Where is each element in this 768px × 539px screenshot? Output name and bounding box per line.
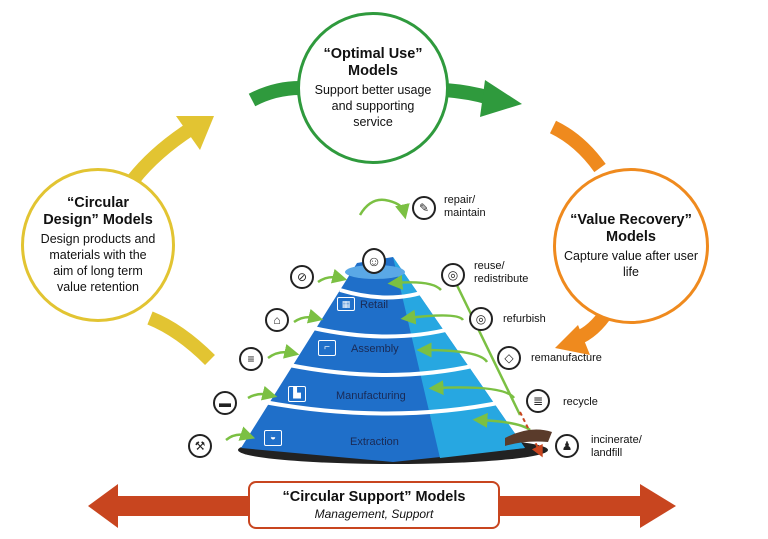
layer-extraction: Extraction — [350, 436, 399, 448]
circular-support-box: “Circular Support” Models Management, Su… — [248, 481, 500, 529]
bicycle-frame-icon: ⌂ — [265, 308, 289, 332]
optimal-use-description: Support better usage and supporting serv… — [314, 83, 432, 129]
repair-label: repair/ maintain — [444, 194, 486, 219]
optimal-use-title: “Optimal Use” Models — [323, 46, 423, 79]
circular-support-subtitle: Management, Support — [314, 507, 434, 521]
factory-icon: ▙ — [288, 386, 306, 402]
mine-cart-icon: ◒ — [264, 430, 282, 446]
landfill-mound — [505, 429, 552, 446]
recycle-label: recycle — [563, 396, 598, 408]
bicycle-slash-icon: ⊘ — [290, 265, 314, 289]
wrench-icon: ✎ — [412, 196, 436, 220]
orange-arrow — [549, 120, 610, 355]
value-recovery-description: Capture value after user life — [563, 249, 699, 279]
person-icon: ☺ — [362, 248, 386, 274]
loop-arrows — [225, 198, 531, 442]
bag-icon: ♟ — [555, 434, 579, 458]
pickaxe-icon: ⚒ — [188, 434, 212, 458]
value-recovery-title: “Value Recovery” Models — [570, 212, 692, 245]
layer-retail: Retail — [360, 299, 389, 311]
green-arrow — [248, 80, 522, 117]
circular-design-description: Design products and materials with the a… — [40, 232, 156, 294]
yellow-arrow — [127, 116, 215, 365]
lumber-icon: ≡ — [239, 347, 263, 371]
materials-icon: ≣ — [526, 389, 550, 413]
circular-design-title: “Circular Design” Models — [43, 195, 153, 228]
layer-manufacturing: Manufacturing — [336, 390, 406, 402]
layer-assembly: Assembly — [351, 343, 399, 355]
red-double-arrow — [88, 484, 676, 528]
incinerate-label: incinerate/ landfill — [591, 434, 642, 459]
shop-icon: ▦ — [337, 297, 355, 311]
optimal-use-circle: “Optimal Use” Models Support better usag… — [297, 12, 449, 164]
circular-support-title: “Circular Support” Models — [282, 489, 466, 505]
robot-arm-icon: ⌐ — [318, 340, 336, 356]
value-chain-pyramid — [238, 257, 548, 464]
bicycle-icon: ◎ — [441, 263, 465, 287]
refurbish-label: refurbish — [503, 313, 546, 325]
value-recovery-circle: “Value Recovery” Models Capture value af… — [553, 168, 709, 324]
remanufacture-label: remanufacture — [531, 352, 602, 364]
truck-icon: ▬ — [213, 391, 237, 415]
refurbish-bicycle-icon: ◎ — [469, 307, 493, 331]
circular-design-circle: “Circular Design” Models Design products… — [21, 168, 175, 322]
gear-part-icon: ◇ — [497, 346, 521, 370]
reuse-label: reuse/ redistribute — [474, 260, 529, 285]
